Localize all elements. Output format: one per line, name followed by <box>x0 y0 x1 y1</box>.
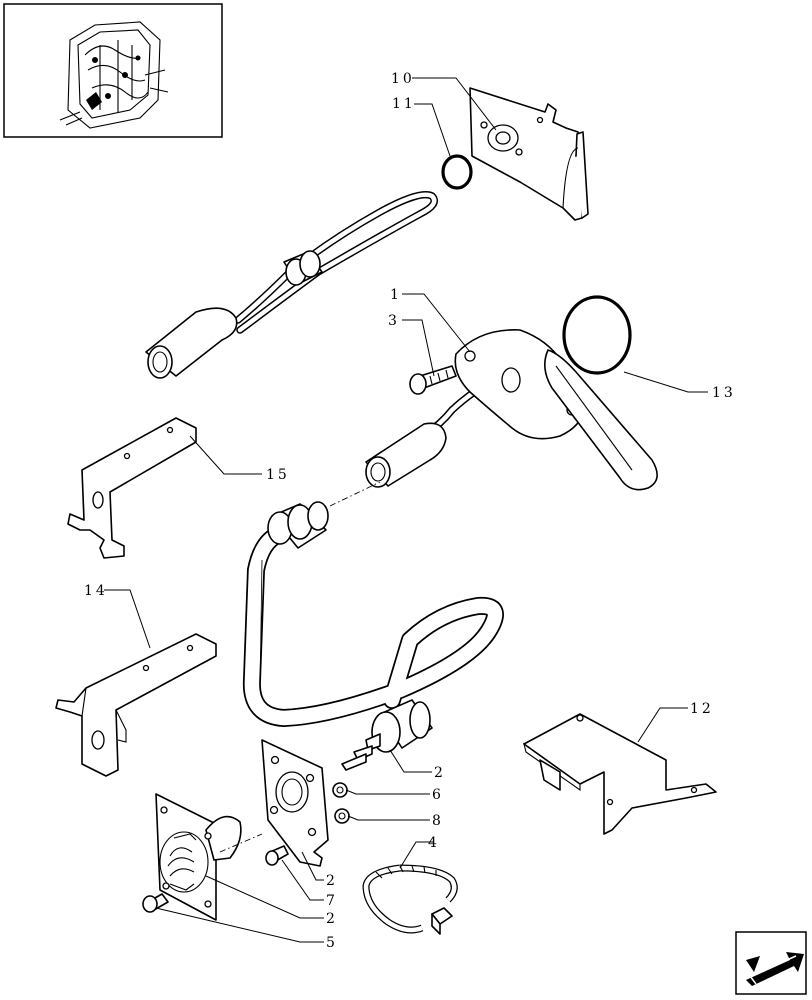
callout-2-socket: 2 <box>326 911 338 927</box>
nut-part-6 <box>332 782 348 798</box>
mounting-plate-part-2 <box>261 739 329 867</box>
callout-5: 5 <box>326 935 338 951</box>
callout-14: 14 <box>84 583 108 599</box>
callout-4: 4 <box>428 835 440 851</box>
callout-2-plug: 2 <box>434 765 446 781</box>
plug-connector-part-2 <box>341 699 433 771</box>
socket-part-2 <box>155 793 263 921</box>
gasket-plate-part-10 <box>469 87 589 221</box>
callout-numbers: 10 11 1 3 13 15 14 12 2 6 8 4 2 7 2 5 <box>84 71 736 951</box>
hose-harness <box>242 481 504 727</box>
leader-lines <box>104 77 708 943</box>
callout-10: 10 <box>391 71 415 87</box>
callout-7: 7 <box>326 893 338 909</box>
next-page-button[interactable] <box>735 931 807 995</box>
o-ring-part-13 <box>562 295 632 375</box>
tractor-wiring-thumbnail-icon <box>59 21 169 129</box>
callout-3: 3 <box>388 313 400 329</box>
bolt-part-3 <box>409 365 457 395</box>
o-ring-part-11 <box>441 154 473 190</box>
upper-sensor-cable-assembly <box>145 191 438 379</box>
screw-part-5 <box>142 893 169 913</box>
nut-part-8 <box>334 808 350 824</box>
callout-11: 11 <box>392 96 416 112</box>
callout-2-plate: 2 <box>326 873 338 889</box>
callout-13: 13 <box>712 385 736 401</box>
callout-6: 6 <box>432 787 444 803</box>
sensor-body-part-1 <box>365 329 658 491</box>
bracket-part-12 <box>523 713 717 835</box>
next-page-arrow-icon <box>746 952 804 986</box>
hose-clamp-part-4 <box>362 864 458 935</box>
callout-15: 15 <box>266 467 290 483</box>
callout-1: 1 <box>390 287 402 303</box>
screw-part-7 <box>265 845 289 866</box>
thumbnail-inset[interactable] <box>3 3 223 138</box>
callout-8: 8 <box>432 813 444 829</box>
callout-12: 12 <box>690 701 714 717</box>
bracket-part-15 <box>67 417 197 559</box>
bracket-part-14 <box>55 633 217 777</box>
